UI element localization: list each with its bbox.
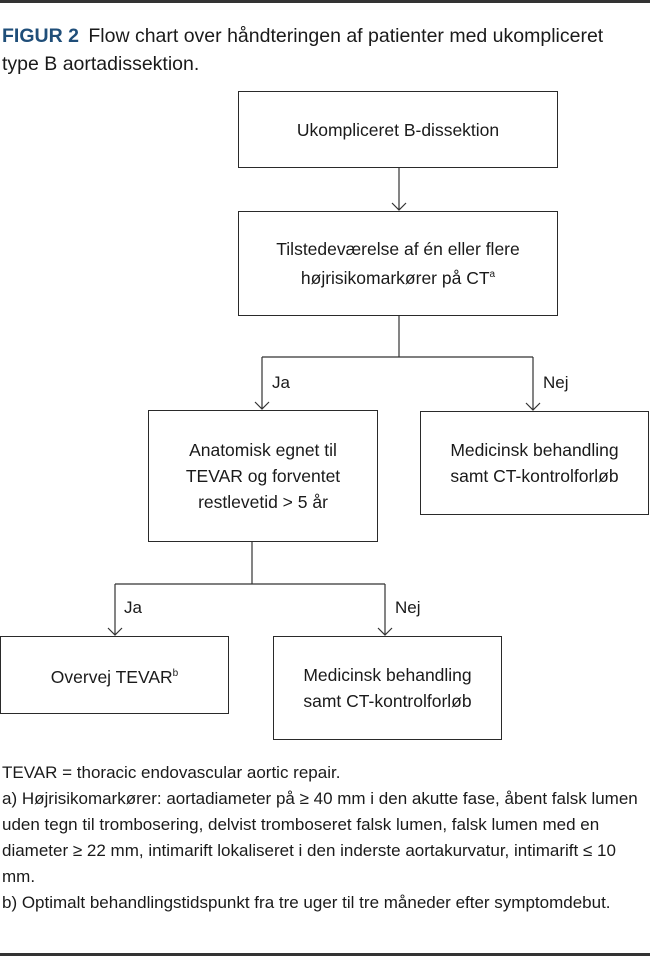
arrow-start-to-risk — [391, 168, 407, 211]
edge-label-yes-1: Ja — [272, 373, 290, 392]
bottom-rule — [0, 953, 650, 956]
top-rule — [0, 0, 650, 3]
footnote-abbrev: TEVAR = thoracic endovascular aortic rep… — [2, 763, 341, 782]
footnote-marker-b: b — [172, 667, 179, 679]
arrow-to-tevar — [107, 584, 123, 636]
node-tevar: Overvej TEVARb — [0, 636, 229, 714]
figure-title: Flow chart over håndteringen af patiente… — [2, 25, 604, 75]
node-anatomy: Anatomisk egnet til TEVAR og forventet r… — [148, 410, 378, 542]
connector-risk-split — [262, 316, 533, 358]
arrow-to-medical-1 — [525, 357, 541, 411]
node-start: Ukompliceret B-dissektion — [238, 91, 558, 168]
connector-anatomy-split — [115, 542, 385, 585]
node-tevar-text: Overvej TEVAR — [50, 666, 173, 687]
node-medical-treatment-2: Medicinsk behandling samt CT-kontrolforl… — [273, 636, 502, 740]
node-risk-markers: Tilstedeværelse af én eller flere højris… — [238, 211, 558, 316]
footnote-marker-a: a — [489, 269, 496, 281]
figure-caption: FIGUR 2 Flow chart over håndteringen af … — [2, 22, 642, 78]
arrow-to-anatomy — [254, 357, 270, 410]
figure-label: FIGUR 2 — [2, 25, 79, 47]
footnote-b: b) Optimalt behandlingstidspunkt fra tre… — [2, 893, 611, 912]
footnotes: TEVAR = thoracic endovascular aortic rep… — [2, 760, 642, 916]
edge-label-yes-2: Ja — [124, 598, 142, 617]
edge-label-no-1: Nej — [543, 373, 569, 392]
node-risk-text: Tilstedeværelse af én eller flere højris… — [276, 239, 520, 288]
footnote-a: a) Højrisikomarkører: aortadiameter på ≥… — [2, 789, 638, 886]
node-medical-treatment-1: Medicinsk behandling samt CT-kontrolforl… — [420, 411, 649, 515]
arrow-to-medical-2 — [377, 584, 393, 636]
edge-label-no-2: Nej — [395, 598, 421, 617]
